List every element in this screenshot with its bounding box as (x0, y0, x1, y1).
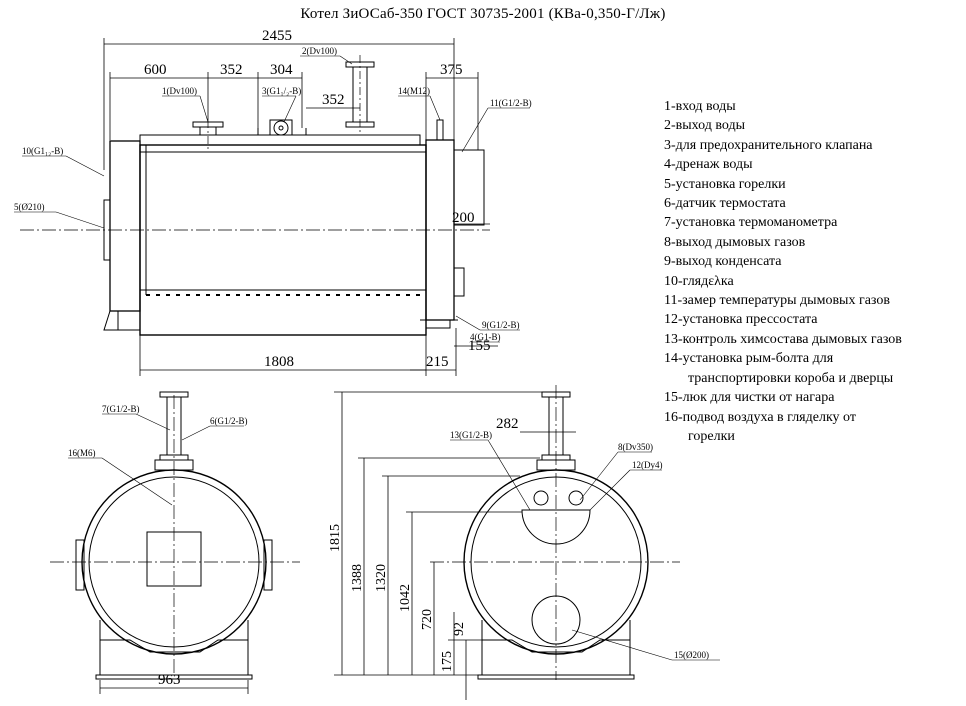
dim-304: 304 (270, 62, 293, 78)
label-6: 6(G1/2-B) (210, 416, 248, 426)
legend-item: 15-люк для чистки от нагара (664, 390, 835, 406)
side-view (20, 55, 490, 336)
legend-item: 16-подвод воздуха в гляделку от (664, 409, 856, 425)
dim-352a: 352 (220, 62, 243, 78)
rear-view (430, 385, 680, 680)
legend-item: 2-выход воды (664, 118, 746, 134)
label-11: 11(G1/2-B) (490, 98, 532, 108)
legend-item: 1-вход воды (664, 99, 736, 114)
legend-item: 9-выход конденсата (664, 254, 782, 270)
label-8: 8(Dv350) (618, 442, 653, 452)
legend-item: 11-замер температуры дымовых газов (664, 293, 890, 309)
dim-1815: 1815 (328, 524, 343, 552)
legend-item: 8-выход дымовых газов (664, 234, 806, 250)
side-labels (14, 55, 530, 343)
rear-labels (450, 439, 720, 661)
rear-dimensions (334, 391, 576, 700)
legend: 1-вход воды 2-выход воды 3-для предохранит… (664, 97, 964, 446)
dim-175: 175 (440, 651, 455, 672)
dim-352b: 352 (322, 92, 345, 108)
legend-item: 4-дренаж воды (664, 157, 753, 173)
front-door (109, 140, 141, 312)
side-dimension-values: 2455 600 352 304 352 375 200 1808 215 15… (144, 28, 491, 370)
rear-text: 282 1815 1388 1320 1042 720 92 175 13(G1… (328, 416, 709, 672)
dim-2455: 2455 (262, 28, 292, 44)
dim-600: 600 (144, 62, 167, 78)
label-16: 16(M6) (68, 448, 96, 458)
legend-item: 6-датчик термостата (664, 196, 786, 212)
legend-item: 12-установка прессостата (664, 312, 818, 328)
label-2: 2(Dv100) (302, 46, 337, 56)
boiler-body (139, 144, 427, 336)
legend-item: 10-глядελка (664, 273, 734, 289)
front-view (50, 391, 300, 680)
legend-item: 5-установка горелки (664, 176, 786, 192)
dim-200: 200 (452, 210, 475, 226)
label-14: 14(M12) (398, 86, 430, 96)
dim-1042: 1042 (398, 584, 413, 612)
front-text: 963 7(G1/2-B) 6(G1/2-B) 16(M6) (68, 404, 248, 688)
label-10: 10(G1₁₂-B) (22, 146, 63, 156)
label-5: 5(Ø210) (14, 202, 45, 212)
dim-215: 215 (426, 354, 449, 370)
legend-item: 14-установка рым-болта для (664, 351, 834, 367)
label-4: 4(G1-B) (470, 332, 501, 342)
top-plate (139, 134, 421, 146)
legend-item-continuation: горелки (688, 428, 735, 444)
label-12: 12(Dy4) (632, 460, 663, 470)
front-dimensions (99, 680, 249, 694)
dim-92: 92 (452, 622, 467, 636)
label-9: 9(G1/2-B) (482, 320, 520, 330)
label-1: 1(Dv100) (162, 86, 197, 96)
dim-720: 720 (420, 609, 435, 630)
legend-item: 3-для предохранительного клапана (664, 137, 873, 153)
front-labels (68, 413, 244, 506)
label-3: 3(G1₁/₂-B) (262, 86, 301, 96)
flue-hood (521, 509, 591, 545)
label-7: 7(G1/2-B) (102, 404, 140, 414)
dim-1388: 1388 (350, 564, 365, 592)
dim-375: 375 (440, 62, 463, 78)
label-13: 13(G1/2-B) (450, 430, 492, 440)
drawing-title: Котел ЗиОСаб-350 ГОСТ 30735-2001 (КВа-0,… (300, 6, 666, 22)
dim-963: 963 (158, 672, 181, 688)
label-15: 15(Ø200) (674, 650, 709, 660)
legend-item-continuation: транспортировки короба и дверцы (688, 370, 894, 386)
side-dimensions (103, 38, 498, 376)
legend-item: 7-установка термоманометра (664, 215, 838, 231)
dim-1808: 1808 (264, 354, 294, 370)
flue-outlet (453, 149, 485, 226)
side-label-text: 1(Dv100) 2(Dv100) 3(G1₁/₂-B) 14(M12) 11(… (14, 46, 532, 342)
dim-282: 282 (496, 416, 519, 432)
dim-1320: 1320 (374, 564, 389, 592)
legend-item: 13-контроль химсостава дымовых газов (664, 331, 902, 347)
